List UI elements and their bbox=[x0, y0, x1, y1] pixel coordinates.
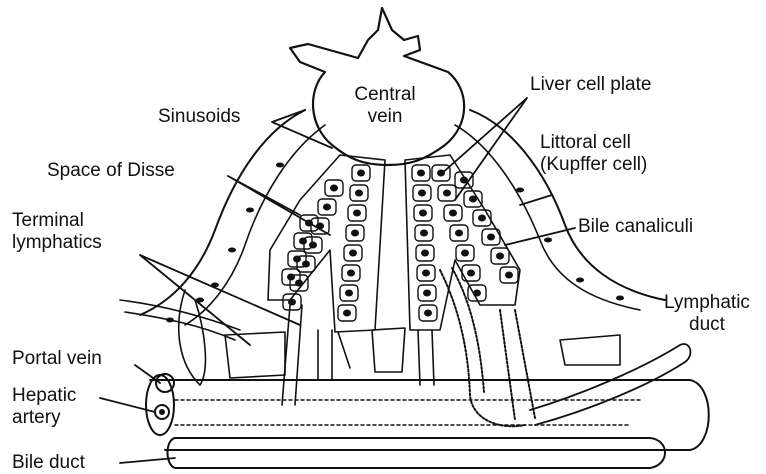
lining-cell-nucleus bbox=[516, 188, 524, 193]
center-channel bbox=[418, 330, 434, 385]
hepatocyte-nucleus bbox=[424, 310, 432, 317]
sinusoids-label: Sinusoids bbox=[158, 106, 240, 128]
hepatic-artery-label-line-2: artery bbox=[12, 407, 76, 429]
hepatocyte-nucleus bbox=[355, 190, 363, 197]
hepatocyte-nucleus bbox=[455, 230, 463, 237]
hepatocyte-nucleus bbox=[323, 204, 331, 211]
lining-cell-nucleus bbox=[246, 208, 254, 213]
hepatocyte-nucleus bbox=[487, 234, 495, 241]
lining-cell-nucleus bbox=[276, 163, 284, 168]
lymphatic-duct-label: Lymphatic duct bbox=[652, 292, 762, 336]
hepatocyte-nucleus bbox=[423, 290, 431, 297]
hepatocyte-nucleus bbox=[420, 230, 428, 237]
hepatocyte-nucleus bbox=[418, 190, 426, 197]
hepatocyte-nucleus bbox=[351, 230, 359, 237]
lining-cell-nucleus bbox=[211, 283, 219, 288]
hepatocyte-nucleus bbox=[293, 256, 301, 263]
hepatocyte-nucleus bbox=[419, 210, 427, 217]
hepatocyte-nucleus bbox=[309, 242, 317, 249]
hepatocyte-nucleus bbox=[357, 170, 365, 177]
hepatocyte-nucleus bbox=[288, 299, 296, 306]
lymphatic-duct-tube bbox=[530, 344, 690, 425]
hepatocyte-nucleus bbox=[421, 250, 429, 257]
hepatocyte-nucleus bbox=[345, 290, 353, 297]
central-vein-label: Central vein bbox=[340, 84, 430, 128]
terminal-lymphatics-label-line-1: Terminal bbox=[12, 210, 102, 232]
lining-cell-nucleus bbox=[616, 296, 624, 301]
hepatocyte-nucleus bbox=[496, 253, 504, 260]
hepatocyte-nucleus bbox=[347, 270, 355, 277]
littoral-cell-label: Littoral cell (Kupffer cell) bbox=[540, 132, 647, 176]
hepatocyte-nucleus bbox=[469, 196, 477, 203]
bile-canaliculi-label: Bile canaliculi bbox=[578, 216, 693, 238]
lymphatic-duct-label-line-2: duct bbox=[652, 314, 762, 336]
hepatocyte-nucleus bbox=[299, 238, 307, 245]
pointer-lines bbox=[100, 98, 575, 463]
hepatic-artery-label-line-1: Hepatic bbox=[12, 385, 76, 407]
bile-duct-label: Bile duct bbox=[12, 452, 85, 474]
hepatocyte-nucleus bbox=[443, 190, 451, 197]
lining-cell-nucleus bbox=[576, 278, 584, 283]
hepatocyte-nucleus bbox=[353, 210, 361, 217]
right-liver-cell-plates bbox=[405, 155, 520, 330]
left-liver-cell-plates bbox=[268, 155, 385, 332]
lining-cell-nucleus bbox=[196, 298, 204, 303]
right-bile-channel bbox=[440, 268, 535, 426]
hepatocyte-nucleus bbox=[417, 170, 425, 177]
hepatocyte-nucleus bbox=[330, 185, 338, 192]
hepatic-artery-label: Hepatic artery bbox=[12, 385, 76, 429]
terminal-lymphatics-label: Terminal lymphatics bbox=[12, 210, 102, 254]
liver-cell-plate-label: Liver cell plate bbox=[530, 74, 651, 96]
lining-cell-nucleus bbox=[166, 318, 174, 323]
hepatocyte-nucleus bbox=[505, 272, 513, 279]
lining-cell-nucleus bbox=[228, 248, 236, 253]
space-of-disse-label: Space of Disse bbox=[47, 160, 175, 182]
hepatocyte-nucleus bbox=[349, 250, 357, 257]
hepatocyte-nucleus bbox=[461, 250, 469, 257]
hepatocyte-nucleus bbox=[287, 274, 295, 281]
hepatocyte-nucleus bbox=[478, 215, 486, 222]
hepatocyte-nucleus bbox=[467, 270, 475, 277]
littoral-cell-label-line-2: (Kupffer cell) bbox=[540, 154, 647, 176]
terminal-lymphatics bbox=[120, 290, 240, 385]
hepatocyte-nucleus bbox=[343, 310, 351, 317]
tissue-blocks bbox=[225, 328, 620, 378]
lining-cell-nucleus bbox=[544, 238, 552, 243]
terminal-lymphatics-label-line-2: lymphatics bbox=[12, 232, 102, 254]
bile-duct-tube bbox=[168, 438, 666, 468]
hepatocyte-nucleus bbox=[422, 270, 430, 277]
portal-vein-label: Portal vein bbox=[12, 348, 102, 370]
central-vein-label-line-1: Central bbox=[340, 84, 430, 106]
hepatocyte-nucleus bbox=[449, 210, 457, 217]
central-vein-label-line-2: vein bbox=[340, 106, 430, 128]
lymphatic-duct-label-line-1: Lymphatic bbox=[652, 292, 762, 314]
littoral-cell-label-line-1: Littoral cell bbox=[540, 132, 647, 154]
hepatocyte-nucleus bbox=[473, 290, 481, 297]
